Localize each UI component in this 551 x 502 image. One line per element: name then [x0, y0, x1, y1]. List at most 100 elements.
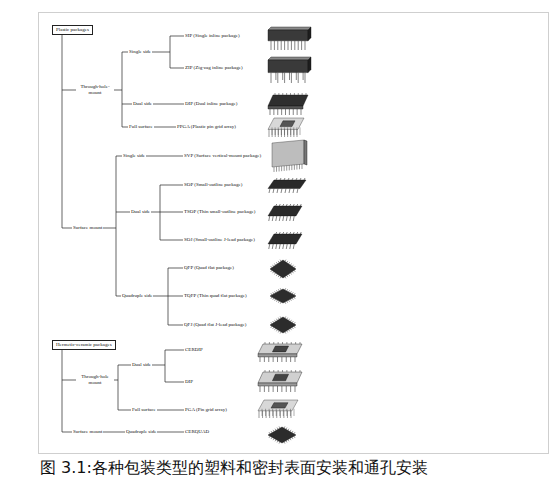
- package-pin: [282, 72, 283, 80]
- package-pin: [286, 428, 288, 430]
- tree-label: Dual side: [130, 209, 151, 215]
- package-pin: [273, 430, 275, 432]
- package-drawing: [268, 57, 311, 83]
- tree-label: Dual side: [132, 101, 153, 107]
- package-pin: [280, 302, 282, 304]
- package-pin: [279, 426, 281, 428]
- package-pin: [296, 72, 297, 80]
- package-pin: [276, 262, 277, 264]
- package-body: [258, 400, 298, 411]
- package-pin: [279, 232, 280, 234]
- package-pin: [281, 189, 282, 194]
- tree-label: CERDIP: [184, 347, 204, 353]
- package-pin: [292, 437, 294, 439]
- package-pin: [271, 322, 272, 324]
- package-pin: [272, 298, 274, 300]
- package-pin: [286, 244, 287, 249]
- package-drawing: [268, 426, 296, 443]
- package-pin: [284, 41, 285, 50]
- tree-line: [62, 345, 78, 432]
- package-pin: [294, 93, 295, 95]
- frame: [39, 13, 549, 454]
- package-pin: [286, 289, 288, 291]
- package-drawing: [258, 400, 298, 418]
- package-pin: [269, 244, 270, 249]
- package-pin: [289, 109, 290, 115]
- package-pin: [265, 342, 266, 344]
- package-pin: [274, 41, 275, 50]
- package-pin: [297, 129, 298, 137]
- package-drawing: [270, 316, 296, 333]
- package-pin: [304, 178, 305, 180]
- tree-label: DIP: [184, 379, 194, 385]
- package-pin: [287, 331, 288, 333]
- package-pin: [269, 370, 270, 372]
- package-pin: [273, 189, 274, 194]
- package-body: [268, 27, 311, 30]
- package-drawing: [270, 260, 296, 279]
- package-body: [308, 57, 311, 73]
- package-pin: [291, 342, 292, 344]
- package-pin: [290, 430, 292, 432]
- package-pin: [269, 411, 270, 418]
- tree-label: QFP (Quad flat package): [183, 265, 235, 271]
- package-pin: [300, 204, 301, 206]
- package-pin: [284, 302, 286, 304]
- tree-label: Surface mount: [72, 429, 103, 435]
- package-pin: [288, 429, 290, 431]
- package-body: [270, 317, 296, 333]
- package-pin: [274, 291, 276, 293]
- package-pin: [287, 275, 288, 277]
- package-drawing: [268, 178, 306, 193]
- package-pin: [291, 370, 292, 372]
- package-pin: [280, 332, 281, 334]
- package-body: [304, 140, 307, 165]
- package-pin: [277, 441, 279, 443]
- package-pin: [279, 244, 280, 249]
- package-drawing: [268, 232, 302, 249]
- package-pin: [284, 166, 285, 171]
- package-pin: [285, 332, 286, 334]
- package-pin: [271, 266, 272, 268]
- package-pin: [300, 232, 301, 234]
- package-pin: [289, 330, 290, 332]
- package-pin: [299, 164, 300, 169]
- package-pin: [290, 129, 291, 137]
- package-pin: [275, 93, 276, 95]
- package-pin: [290, 93, 291, 95]
- package-pin: [284, 442, 286, 444]
- package-pin: [275, 72, 276, 80]
- tree-label: Full surface: [128, 124, 154, 130]
- package-body: [258, 344, 302, 354]
- package-pin: [276, 204, 277, 206]
- package-pin: [297, 204, 298, 206]
- package-pin: [281, 357, 282, 362]
- package-pin: [294, 293, 296, 295]
- package-pin: [286, 166, 287, 171]
- package-pin: [290, 204, 291, 206]
- tree-label: Surface mount: [72, 225, 103, 231]
- package-pin: [289, 274, 290, 276]
- group-title: Plastic packages: [56, 27, 89, 33]
- package-pin: [280, 411, 281, 418]
- package-pin: [277, 73, 278, 83]
- tree-line: [135, 156, 185, 240]
- package-body: [258, 383, 297, 386]
- tree-line: [108, 365, 133, 410]
- package-pin: [294, 266, 295, 268]
- package-pin: [260, 357, 261, 362]
- package-pin: [281, 41, 282, 50]
- tree-label: Through-hole- mount: [76, 84, 114, 96]
- package-pin: [284, 178, 285, 180]
- package-pin: [279, 216, 280, 221]
- package-pin: [279, 442, 281, 444]
- package-pin: [283, 232, 284, 234]
- package-pin: [283, 216, 284, 221]
- package-pin: [285, 189, 286, 194]
- package-drawing: [268, 118, 304, 137]
- package-pin: [273, 386, 274, 392]
- package-pin: [294, 165, 295, 170]
- package-pin: [289, 319, 290, 321]
- package-pin: [305, 73, 306, 83]
- package-pin: [290, 244, 291, 249]
